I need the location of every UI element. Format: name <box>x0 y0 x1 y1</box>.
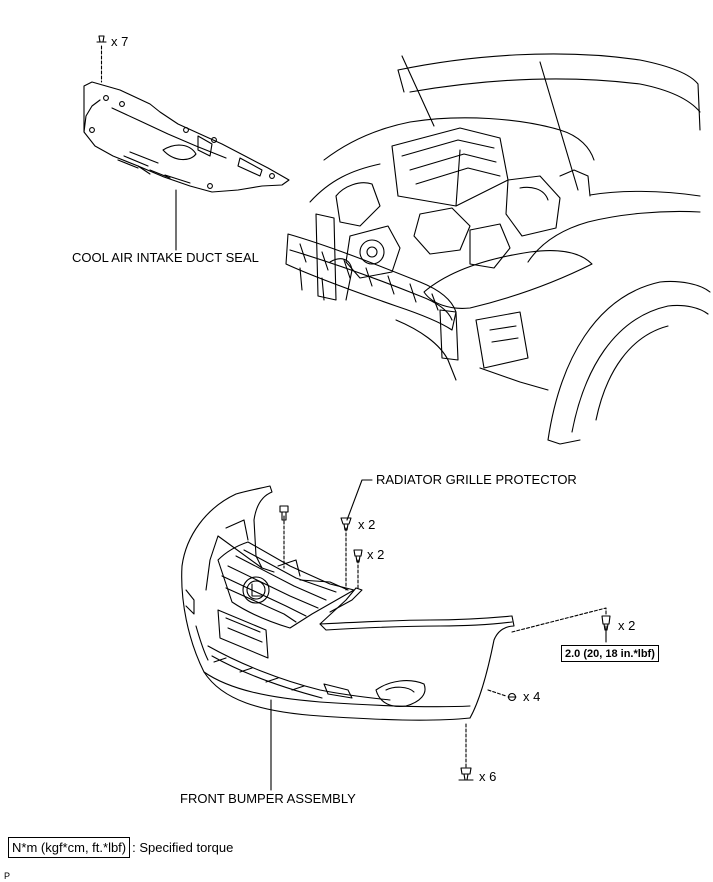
cool-air-intake-duct-seal-label: COOL AIR INTAKE DUCT SEAL <box>72 250 259 265</box>
front-bumper-assembly-label: FRONT BUMPER ASSEMBLY <box>180 791 356 806</box>
side-bolt-icon <box>601 615 611 631</box>
page-marker: P <box>4 871 11 881</box>
bottom-clip-icon <box>458 767 474 781</box>
bolt-icon <box>279 505 289 521</box>
torque-legend: N*m (kgf*cm, ft.*lbf): Specified torque <box>8 837 233 858</box>
cool-air-intake-duct-seal-part <box>83 81 290 193</box>
radiator-grille-protector-label: RADIATOR GRILLE PROTECTOR <box>376 472 577 487</box>
seal-clip-icon <box>96 35 107 83</box>
torque-spec-box: 2.0 (20, 18 in.*lbf) <box>561 645 659 663</box>
screw-icon <box>507 692 517 702</box>
seal-clips-quantity: x 7 <box>111 34 129 49</box>
grille-clip-upper-icon <box>340 517 352 531</box>
bumper-side-bolts-quantity: x 2 <box>618 618 636 633</box>
fastener-dashed-lines <box>283 515 607 769</box>
bumper-bottom-clips-quantity: x 6 <box>479 769 497 784</box>
grille-clip-lower-icon <box>353 549 363 563</box>
legend-separator: : <box>132 840 136 855</box>
front-bumper-assembly-part <box>181 485 515 721</box>
legend-unit-box: N*m (kgf*cm, ft.*lbf) <box>8 837 131 858</box>
bumper-screws-quantity: x 4 <box>523 689 541 704</box>
grille-protector-leader-line <box>346 479 373 521</box>
grille-clips-lower-quantity: x 2 <box>367 547 385 562</box>
vehicle-front-drawing <box>285 53 711 445</box>
grille-clips-upper-quantity: x 2 <box>358 517 376 532</box>
legend-description: Specified torque <box>139 840 234 855</box>
